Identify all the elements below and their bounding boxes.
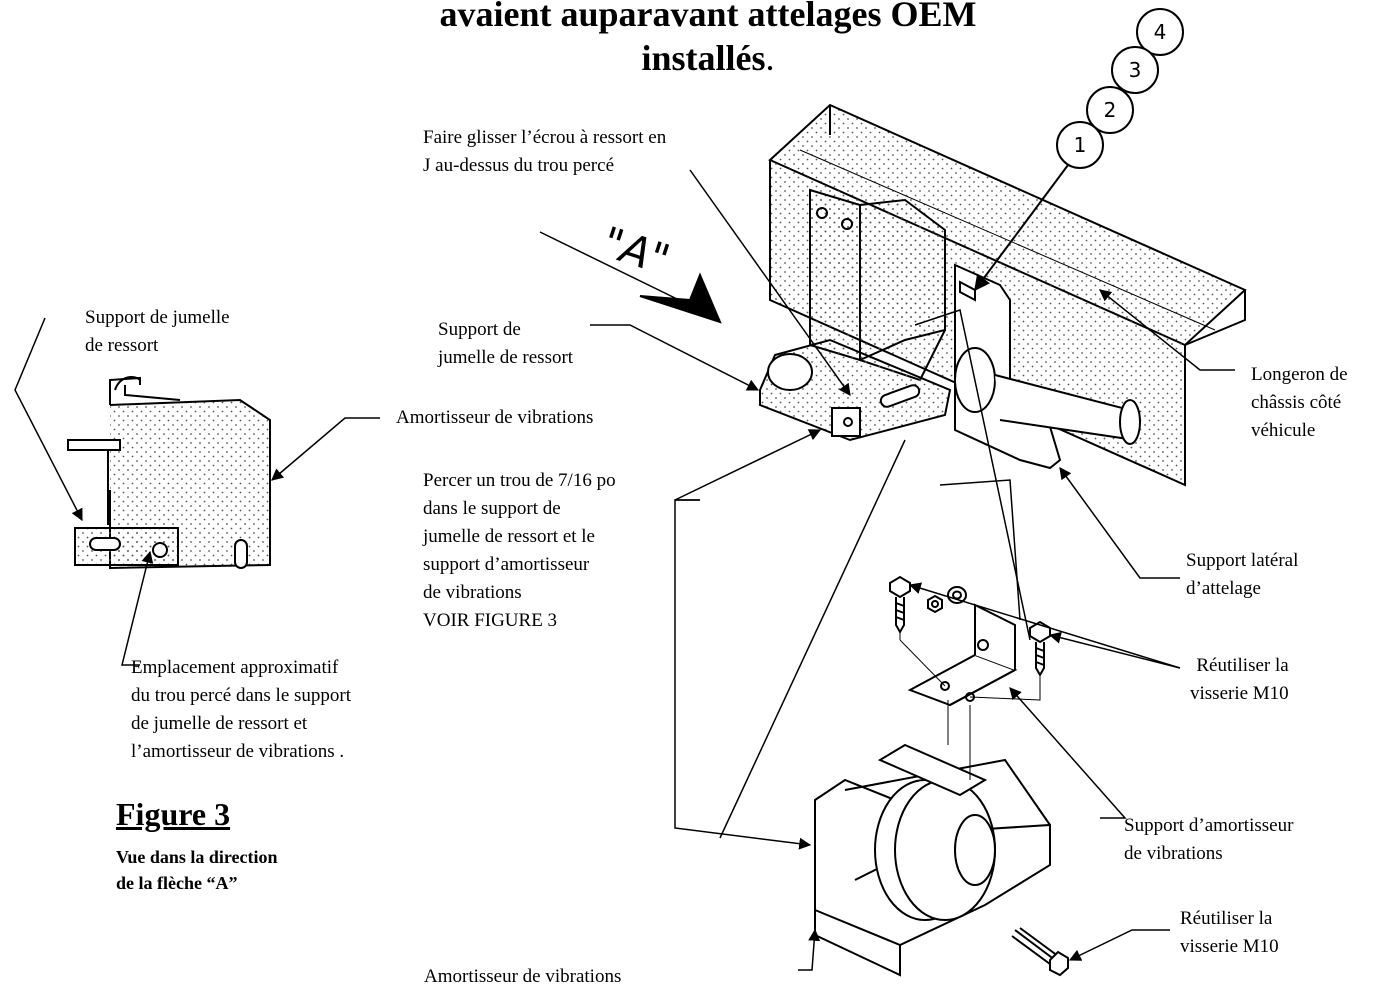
spring-hanger-bracket <box>759 188 952 442</box>
vibration-damper <box>814 743 1051 977</box>
label-support-jumelle-detail: Support de jumelle de ressort <box>85 307 230 356</box>
label-emplacement: Emplacement approximatif du trou percé d… <box>131 657 352 762</box>
washer-icon <box>947 586 967 604</box>
label-faire-glisser: Faire glisser l’écrou à ressort en J au-… <box>423 127 667 176</box>
arrow-a-label: "A" <box>596 217 675 284</box>
leader-lines <box>14 169 1235 971</box>
callout-circles <box>974 8 1184 292</box>
bolt-icon <box>1029 620 1051 678</box>
label-support-lateral: Support latéral d’attelage <box>1186 550 1299 599</box>
bolt-icon <box>1011 927 1069 977</box>
arrow-a-icon <box>539 231 722 324</box>
callout-number: 2 <box>1104 98 1117 122</box>
label-percer: Percer un trou de 7/16 po dans le suppor… <box>423 470 616 631</box>
page-title: avaient auparavant attelages OEM install… <box>439 0 977 78</box>
label-reutiliser-1: Réutiliser la visserie M10 <box>1190 655 1289 704</box>
label-amortisseur-bottom: Amortisseur de vibrations <box>424 966 622 987</box>
figure-caption: Vue dans la direction de la flèche “A” <box>116 847 278 893</box>
j-nut-icon <box>959 280 976 302</box>
bolt-icon <box>889 575 911 635</box>
figure-3-detail <box>67 376 271 570</box>
callout-number: 4 <box>1154 20 1167 44</box>
nut-icon <box>927 594 943 614</box>
label-longeron: Longeron de châssis côté véhicule <box>1251 364 1348 441</box>
hitch-side-bracket <box>954 263 1141 470</box>
damper-bracket <box>907 603 1018 707</box>
label-reutiliser-2: Réutiliser la visserie M10 <box>1180 908 1279 957</box>
label-amortisseur-detail: Amortisseur de vibrations <box>396 407 594 428</box>
label-support-amortisseur: Support d’amortisseur de vibrations <box>1124 815 1294 864</box>
callout-number: 3 <box>1129 58 1142 82</box>
label-support-jumelle-main: Support de jumelle de ressort <box>438 319 574 368</box>
figure-title: Figure 3 <box>116 796 231 832</box>
callout-number: 1 <box>1074 133 1087 157</box>
